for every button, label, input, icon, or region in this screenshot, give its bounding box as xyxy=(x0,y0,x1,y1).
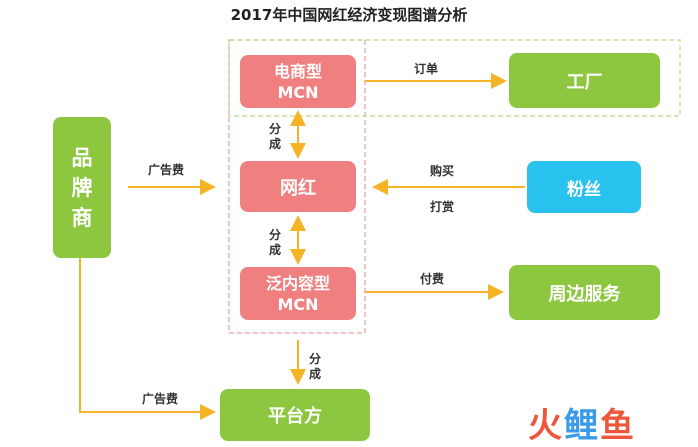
label-tip: 打赏 xyxy=(430,200,455,214)
node-fans: 粉丝 xyxy=(527,161,641,213)
arrow-ad-fee-bottom xyxy=(79,258,216,420)
node-brand: 品 牌 商 xyxy=(53,117,111,258)
node-platform: 平台方 xyxy=(220,389,370,441)
node-influencer: 网红 xyxy=(240,161,356,212)
node-ecommerce-mcn: 电商型 MCN xyxy=(240,55,356,108)
label-split-2: 分成 xyxy=(268,228,281,257)
watermark-logo: 火鲤鱼 xyxy=(528,398,636,447)
label-pay: 付费 xyxy=(420,272,445,286)
label-purchase: 购买 xyxy=(430,164,455,178)
diagram-title: 2017年中国网红经济变现图谱分析 xyxy=(230,6,468,24)
label-order: 订单 xyxy=(414,62,439,76)
label-ad-fee-top: 广告费 xyxy=(148,163,185,177)
watermark-char-3: 鱼 xyxy=(600,406,636,446)
label-split-3: 分成 xyxy=(308,352,321,381)
node-services: 周边服务 xyxy=(509,265,660,320)
label-split-1: 分成 xyxy=(268,122,281,151)
factory-group-box xyxy=(228,39,681,117)
node-general-mcn: 泛内容型 MCN xyxy=(240,267,356,320)
watermark-char-1: 火 xyxy=(528,406,564,446)
label-ad-fee-bottom: 广告费 xyxy=(142,392,179,406)
watermark-char-2: 鲤 xyxy=(564,406,600,446)
node-factory: 工厂 xyxy=(509,53,660,108)
